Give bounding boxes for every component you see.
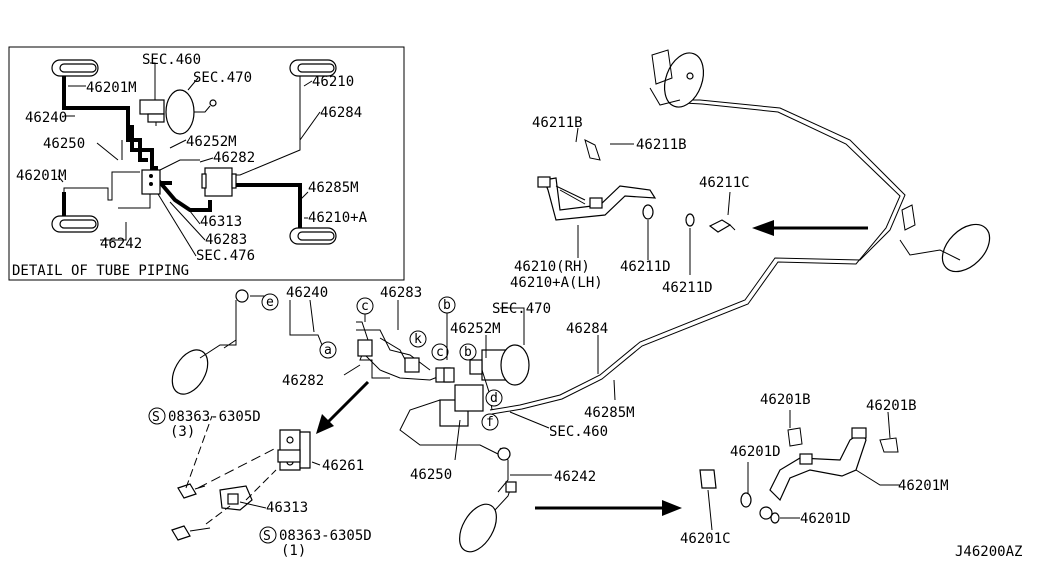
detail-label-46283: 46283: [205, 232, 247, 248]
label-46252m: 46252M: [450, 321, 501, 337]
label-46201m: 46201M: [898, 478, 949, 494]
label-46313: 46313: [266, 500, 308, 516]
label-bolt-08363-3: 08363-6305D: [168, 409, 261, 425]
label-46242: 46242: [554, 469, 596, 485]
label-46282: 46282: [282, 373, 324, 389]
central-valve-assembly: [356, 321, 530, 493]
detail-of-tube-piping: SEC.460 SEC.470 46201M 46240 46250 46201…: [8, 46, 405, 281]
bolts: [171, 415, 277, 541]
clip-marker-k: k: [414, 332, 422, 347]
clip-marker-c2: c: [436, 345, 444, 360]
bracket-46261: [277, 429, 311, 471]
front-left-brake-assembly: [171, 289, 325, 395]
clip-marker-d: d: [490, 391, 498, 406]
detail-label-46282: 46282: [213, 150, 255, 166]
detail-label-46284: 46284: [320, 105, 362, 121]
main-leader-lines: [239, 299, 616, 509]
detail-proportioning-valve: [204, 167, 233, 197]
rear-right-upper-brake: [899, 204, 991, 273]
clip-marker-e: e: [266, 295, 274, 310]
label-46285m: 46285M: [584, 405, 635, 421]
detail-label-46250: 46250: [43, 136, 85, 152]
detail-label-46210: 46210: [312, 74, 354, 90]
label-46211b-2: 46211B: [636, 137, 687, 153]
label-46211d-2: 46211D: [662, 280, 713, 296]
rear-left-brake-assembly: [459, 481, 517, 553]
label-46201b-2: 46201B: [866, 398, 917, 414]
detail-label-sec476: SEC.476: [196, 248, 255, 264]
detail-label-46240: 46240: [25, 110, 67, 126]
label-46283: 46283: [380, 285, 422, 301]
label-46261: 46261: [322, 458, 364, 474]
label-sec460: SEC.460: [549, 424, 608, 440]
s-mark-2: S: [263, 529, 271, 544]
label-bolt-qty-3: (3): [170, 424, 195, 440]
label-46201b-1: 46201B: [760, 392, 811, 408]
detail-label-46210a: 46210+A: [308, 210, 368, 226]
detail-label-46201m-bottom: 46201M: [16, 168, 67, 184]
clip-marker-c1: c: [361, 299, 369, 314]
label-46250: 46250: [410, 467, 452, 483]
detail-title: DETAIL OF TUBE PIPING: [12, 263, 189, 279]
front-right-brake-assembly: [649, 49, 705, 108]
label-46201d-2: 46201D: [800, 511, 851, 527]
clip-markers: e a c k b c b d f: [261, 293, 503, 431]
detail-brake-booster: [165, 89, 195, 135]
detail-label-sec470: SEC.470: [193, 70, 252, 86]
detail-label-sec460: SEC.460: [142, 52, 201, 68]
label-bolt-08363-1: 08363-6305D: [279, 528, 372, 544]
screw-markers: S S: [148, 407, 277, 544]
label-46201c: 46201C: [680, 531, 731, 547]
main-body-pipes: [356, 99, 906, 456]
main-labels: 46240 46283 SEC.470 46252M 46284 46282 4…: [168, 285, 635, 559]
clip-46313: [219, 485, 253, 511]
front-brake-hose-46210: [537, 127, 736, 275]
detail-label-46313: 46313: [200, 214, 242, 230]
rear-brake-hose-46201m: [699, 410, 900, 531]
detail-label-46252m: 46252M: [186, 134, 237, 150]
label-46210a-lh: 46210+A(LH): [510, 275, 603, 291]
s-mark-1: S: [152, 410, 160, 425]
label-46211c: 46211C: [699, 175, 750, 191]
front-labels: 46211B 46211B 46211C 46210(RH) 46210+A(L…: [510, 115, 750, 296]
clip-marker-f: f: [486, 415, 494, 430]
clip-marker-b2: b: [464, 345, 472, 360]
label-46201d-1: 46201D: [730, 444, 781, 460]
clip-marker-b1: b: [443, 298, 451, 313]
label-46284: 46284: [566, 321, 608, 337]
label-46211b-1: 46211B: [532, 115, 583, 131]
clip-marker-a: a: [324, 343, 332, 358]
label-bolt-qty-1: (1): [281, 543, 306, 559]
label-46210-rh: 46210(RH): [514, 259, 590, 275]
detail-label-46285m: 46285M: [308, 180, 359, 196]
detail-label-46201m-top: 46201M: [86, 80, 137, 96]
direction-arrows: [316, 220, 868, 516]
diagram-code: J46200AZ: [955, 544, 1022, 560]
detail-label-46242: 46242: [100, 236, 142, 252]
label-sec470: SEC.470: [492, 301, 551, 317]
label-46211d-1: 46211D: [620, 259, 671, 275]
rear-labels: 46201B 46201B 46201D 46201M 46201D 46201…: [680, 392, 949, 547]
label-46240: 46240: [286, 285, 328, 301]
